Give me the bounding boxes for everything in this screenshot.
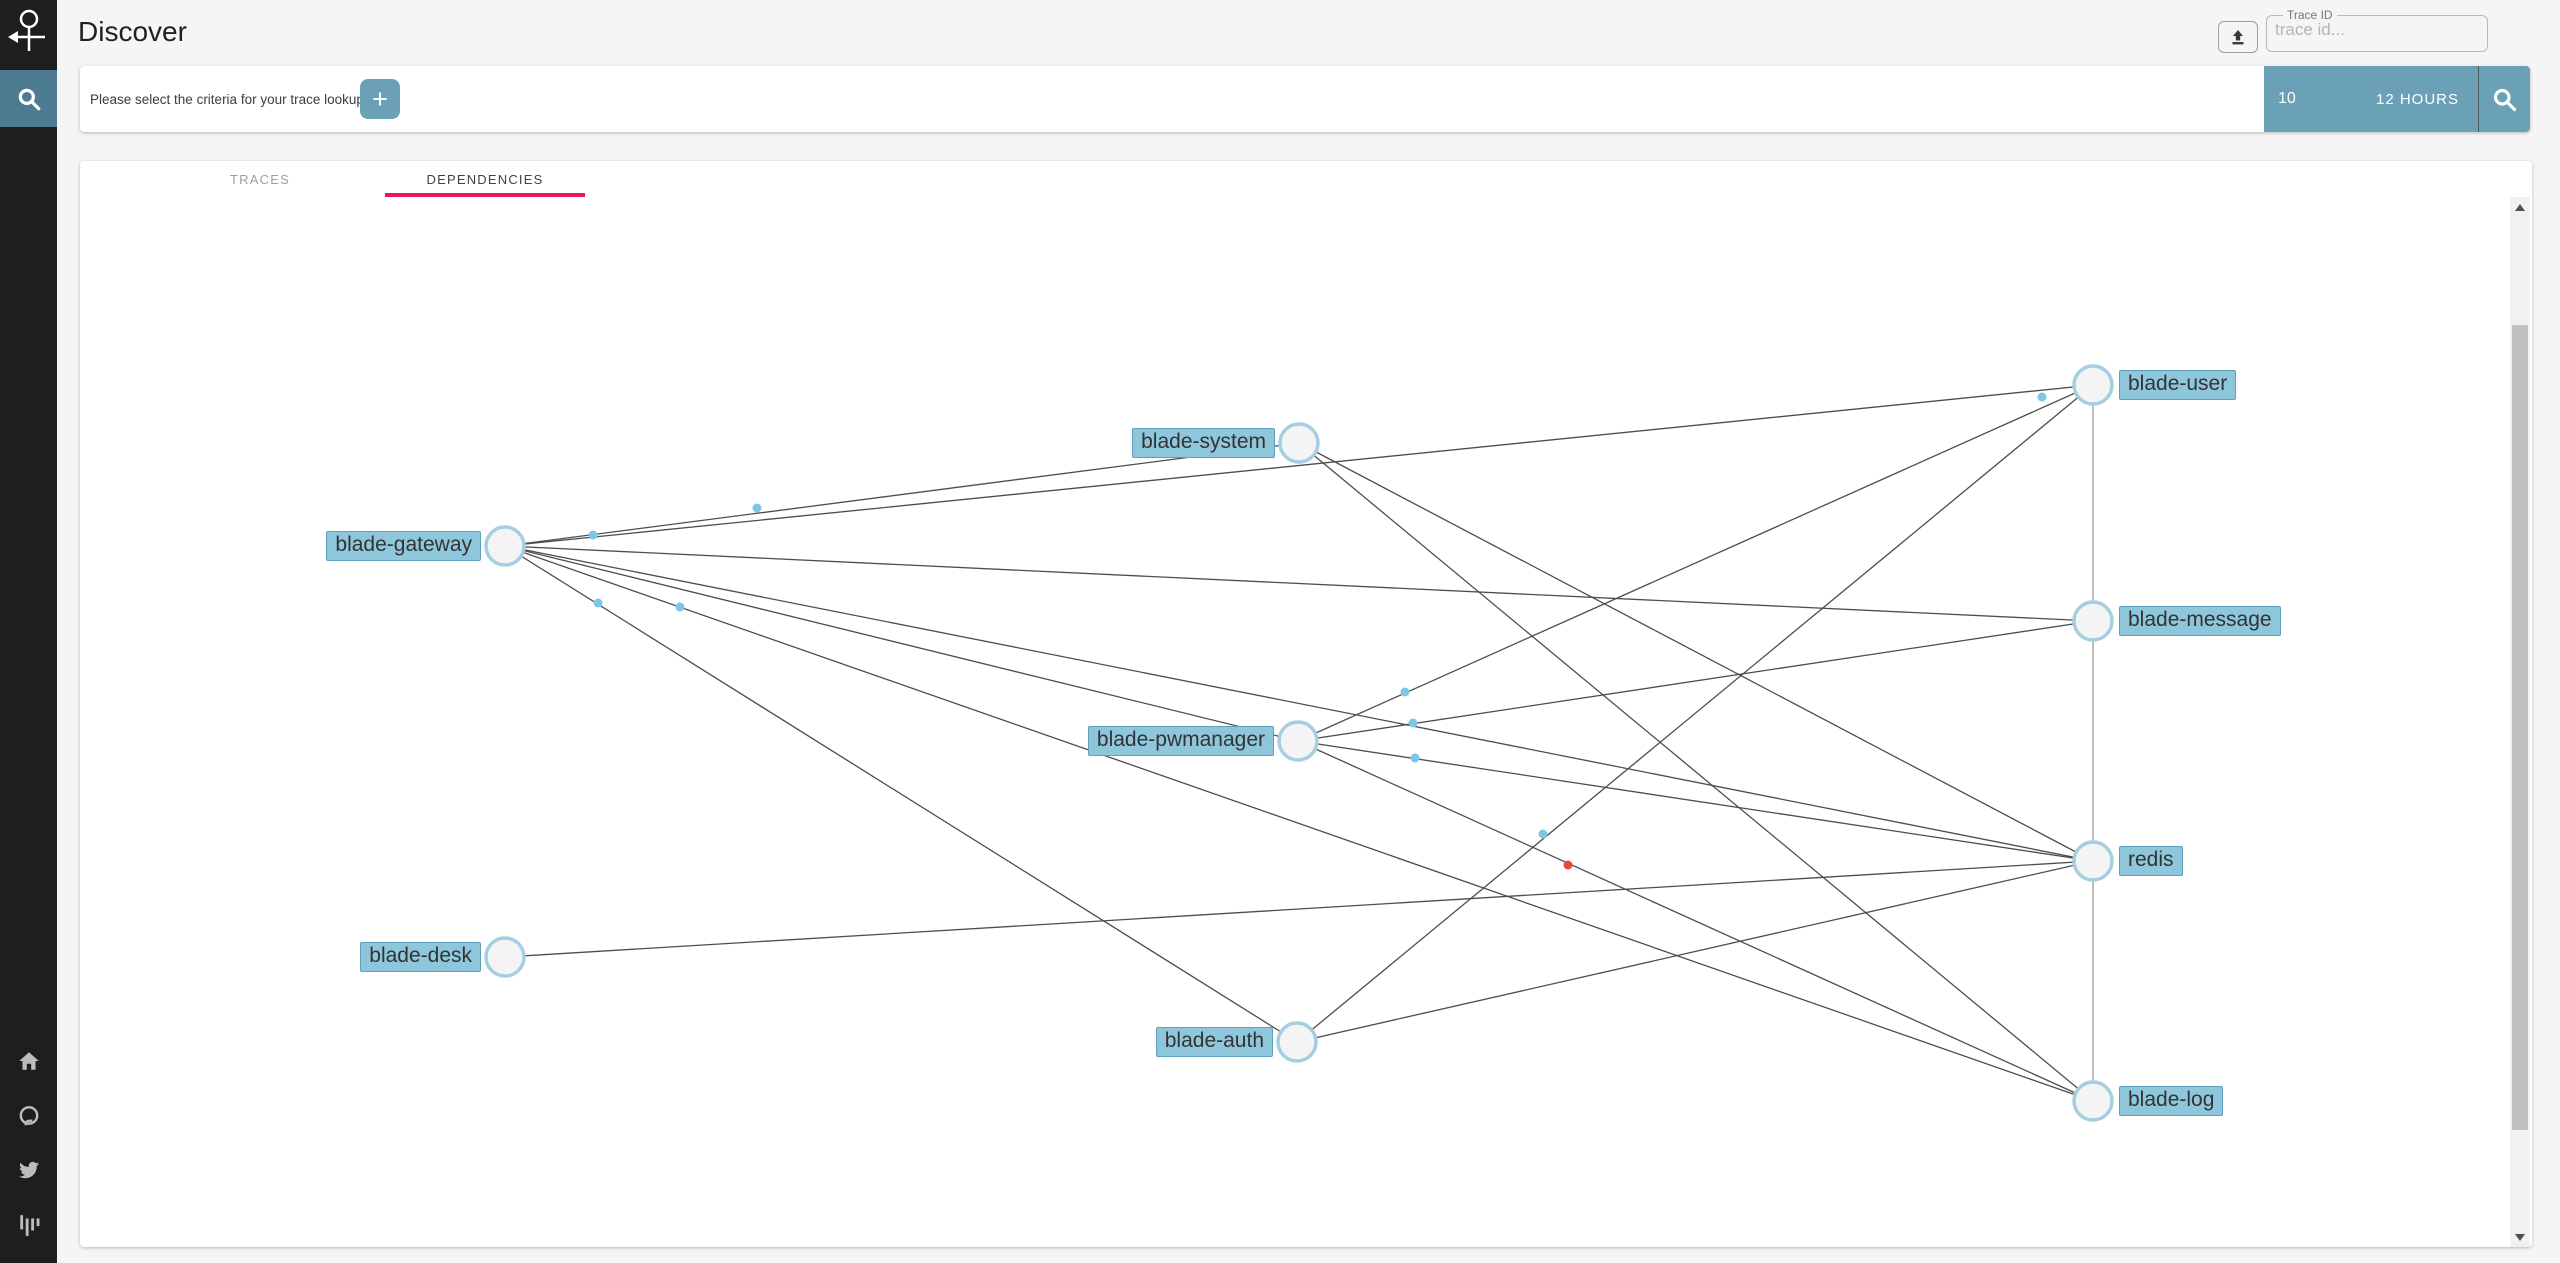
service-label-blade-user[interactable]: blade-user: [2119, 370, 2237, 400]
service-label-redis[interactable]: redis: [2119, 846, 2183, 876]
scroll-down-arrow[interactable]: [2510, 1229, 2530, 1245]
service-label-blade-auth[interactable]: blade-auth: [1155, 1027, 1273, 1057]
search-icon: [18, 88, 40, 110]
dependency-edge-blade-auth-to-blade-user: [1296, 384, 2094, 1043]
service-label-blade-message[interactable]: blade-message: [2119, 606, 2281, 636]
criteria-hint-text: Please select the criteria for your trac…: [90, 91, 364, 107]
service-node-blade-gateway[interactable]: [484, 525, 526, 567]
query-range-block: 10 12 HOURS: [2264, 66, 2530, 132]
tab-traces[interactable]: TRACES: [230, 171, 290, 187]
dependency-edge-blade-gateway-to-blade-log: [504, 545, 2094, 1102]
service-node-blade-user[interactable]: [2072, 364, 2114, 406]
dependency-edge-blade-gateway-to-blade-message: [504, 545, 2094, 622]
service-node-redis[interactable]: [2072, 840, 2114, 882]
vertical-scrollbar[interactable]: [2510, 197, 2530, 1247]
service-label-blade-system[interactable]: blade-system: [1132, 428, 1275, 458]
dependency-edge-blade-gateway-to-blade-user: [504, 384, 2094, 547]
sidebar: [0, 0, 57, 1263]
dependency-edge-blade-gateway-to-blade-system: [504, 442, 1300, 547]
search-icon: [2493, 88, 2517, 111]
twitter-icon[interactable]: [17, 1158, 41, 1182]
dependency-edge-blade-system-to-redis: [1298, 442, 2094, 862]
dependency-edge-blade-gateway-to-blade-pwmanager: [504, 545, 1299, 742]
home-icon[interactable]: [17, 1049, 41, 1073]
zipkin-logo-icon: [8, 9, 45, 51]
service-node-blade-auth[interactable]: [1276, 1021, 1318, 1063]
tab-dependencies-label: DEPENDENCIES: [426, 171, 544, 187]
request-particle: [2037, 392, 2047, 402]
service-node-blade-message[interactable]: [2072, 600, 2114, 642]
tab-dependencies[interactable]: DEPENDENCIES: [385, 161, 585, 197]
sidebar-item-search[interactable]: [0, 70, 57, 127]
dependency-graph-labels: blade-gateway blade-system blade-pwmanager…: [80, 197, 2512, 1247]
request-particle: [593, 598, 603, 608]
query-limit[interactable]: 10: [2278, 90, 2296, 107]
query-lookback[interactable]: 12 HOURS: [2376, 90, 2460, 108]
request-particle: [675, 602, 685, 612]
dependency-edge-blade-pwmanager-to-blade-user: [1297, 384, 2094, 742]
dependency-graph-svg: [484, 364, 2114, 1122]
service-node-blade-pwmanager[interactable]: [1277, 720, 1319, 762]
scrollbar-thumb[interactable]: [2512, 325, 2528, 1130]
request-particle: [752, 503, 762, 513]
add-criterion-button[interactable]: +: [360, 79, 400, 119]
dependency-edge-blade-gateway-to-redis: [504, 545, 2094, 862]
error-particle: [1563, 860, 1573, 870]
results-card: TRACES DEPENDENCIES blade-gateway blade-s…: [80, 161, 2532, 1247]
dependency-edge-blade-system-to-blade-log: [1298, 442, 2094, 1102]
request-particle: [588, 530, 598, 540]
dependency-graph: blade-gateway blade-system blade-pwmanager…: [80, 197, 2512, 1247]
service-label-blade-gateway[interactable]: blade-gateway: [326, 531, 481, 561]
page-title: Discover: [78, 16, 187, 47]
dependency-edge-blade-pwmanager-to-blade-message: [1297, 620, 2094, 742]
service-label-blade-log[interactable]: blade-log: [2119, 1086, 2224, 1116]
tab-bar: TRACES DEPENDENCIES: [80, 161, 2532, 197]
service-node-blade-log[interactable]: [2072, 1080, 2114, 1122]
service-label-blade-pwmanager[interactable]: blade-pwmanager: [1087, 726, 1274, 756]
request-particle: [1410, 753, 1420, 763]
service-node-blade-system[interactable]: [1278, 422, 1320, 464]
request-particle: [1538, 829, 1548, 839]
dependency-edge-blade-pwmanager-to-redis: [1297, 740, 2094, 862]
service-label-blade-desk[interactable]: blade-desk: [360, 942, 481, 972]
dependency-edge-blade-pwmanager-to-blade-log: [1297, 740, 2094, 1102]
github-icon[interactable]: [17, 1104, 41, 1128]
request-particle: [1400, 687, 1410, 697]
request-particle: [1408, 718, 1418, 728]
run-search-button[interactable]: [2479, 66, 2530, 132]
gitter-icon[interactable]: [17, 1213, 41, 1237]
active-tab-underline: [385, 193, 585, 197]
dependency-edge-blade-auth-to-redis: [1296, 860, 2094, 1043]
trace-id-input[interactable]: [2275, 20, 2479, 40]
trace-id-field: Trace ID: [2266, 8, 2488, 52]
upload-trace-button[interactable]: [2218, 21, 2258, 53]
divider: [2478, 66, 2479, 132]
search-criteria-bar: Please select the criteria for your trac…: [80, 66, 2530, 132]
upload-icon: [2232, 30, 2244, 45]
service-node-blade-desk[interactable]: [484, 936, 526, 978]
dependency-edge-blade-gateway-to-blade-auth: [504, 545, 1298, 1043]
dependency-edge-blade-desk-to-redis: [504, 860, 2094, 958]
trace-id-label: Trace ID: [2287, 8, 2333, 22]
scroll-up-arrow[interactable]: [2510, 199, 2530, 215]
